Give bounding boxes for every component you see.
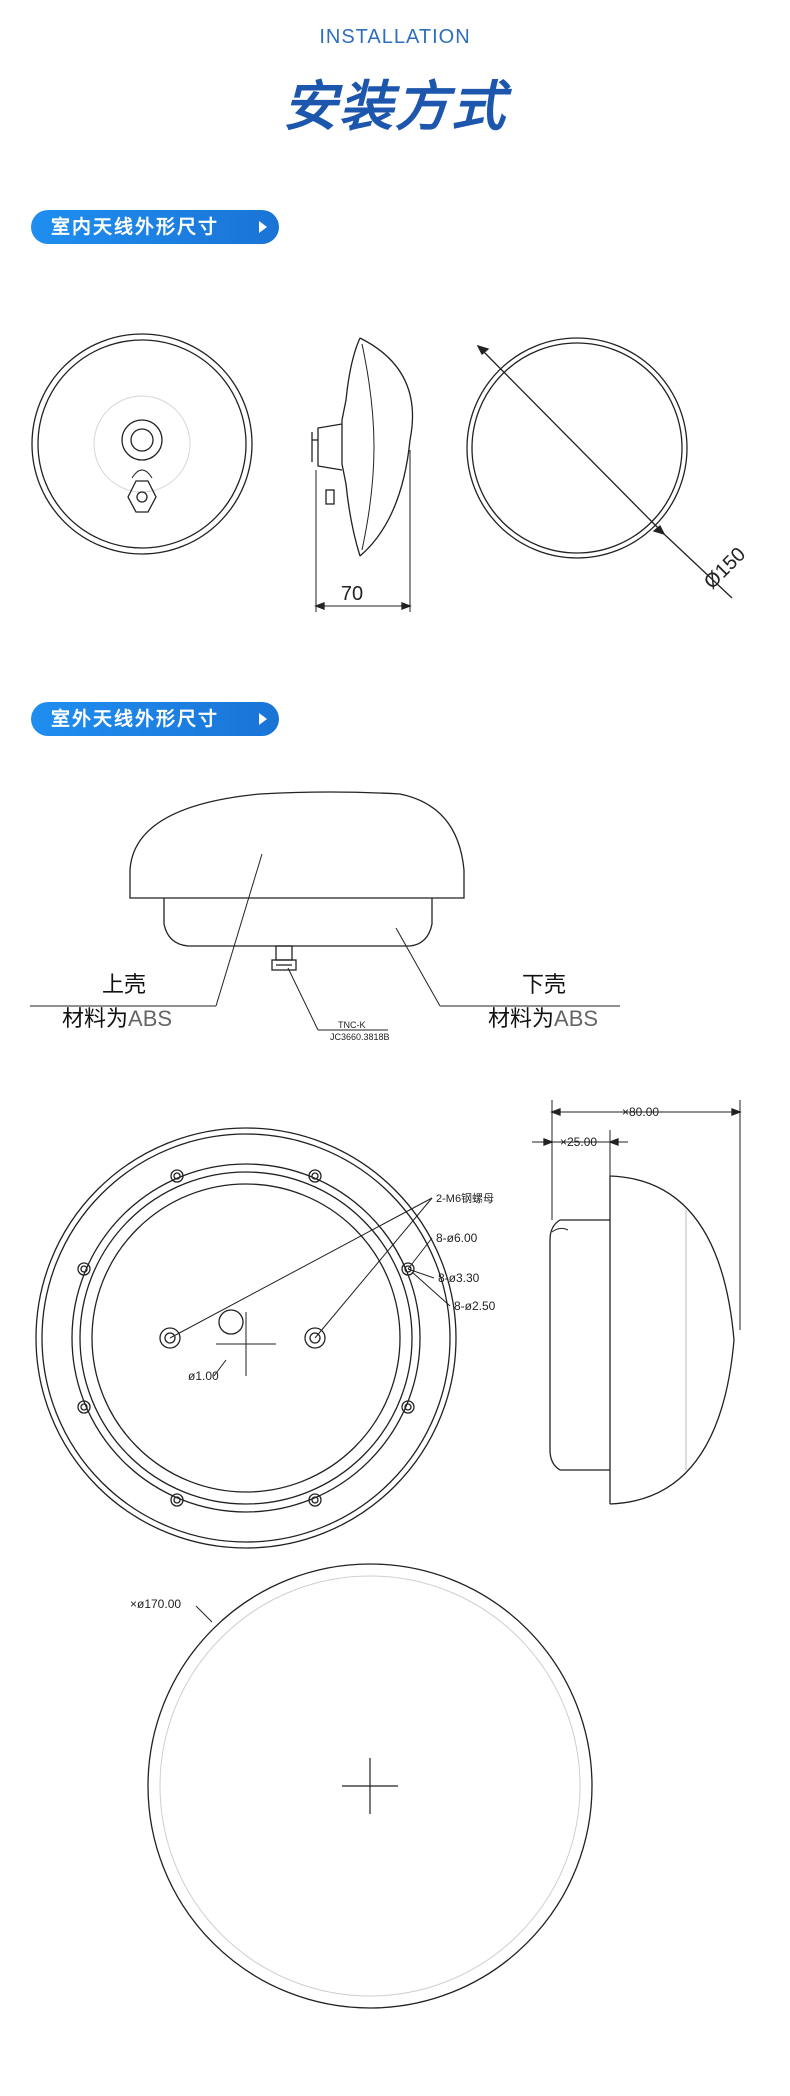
connector-label: TNC-K	[338, 1020, 366, 1030]
indoor-top-view	[466, 337, 733, 599]
outdoor-diameter-dimension: ×ø170.00	[130, 1597, 181, 1611]
outdoor-profile-view	[532, 1100, 742, 1505]
upper-material-prefix: 材料为	[62, 1007, 128, 1032]
svg-text:材料为ABS: 材料为ABS	[488, 1006, 598, 1032]
upper-shell-label: 上壳	[102, 973, 146, 998]
svg-text:材料为ABS: 材料为ABS	[62, 1006, 172, 1032]
indoor-side-view	[311, 337, 414, 612]
hole-dimension-3: 8-ø2.50	[454, 1299, 496, 1313]
outdoor-side-view	[30, 791, 620, 1031]
arrow-right-icon	[259, 221, 267, 233]
section-label-outdoor: 室外天线外形尺寸	[51, 708, 220, 730]
section-label-indoor: 室内天线外形尺寸	[51, 216, 220, 238]
section-header-outdoor: 室外天线外形尺寸	[31, 702, 279, 736]
hole-dimension-2: 8-ø3.30	[438, 1271, 480, 1285]
outdoor-bottom-view	[35, 1127, 457, 1549]
lower-material-prefix: 材料为	[488, 1007, 554, 1032]
installation-subtitle: INSTALLATION	[319, 26, 471, 48]
lower-shell-label: 下壳	[522, 973, 566, 998]
base-height-dimension: ×25.00	[560, 1135, 597, 1149]
nut-label: 2-M6钢螺母	[436, 1192, 494, 1205]
hole-dimension-1: 8-ø6.00	[436, 1231, 478, 1245]
arrow-right-icon	[259, 713, 267, 725]
part-number-label: JC3660.3818B	[330, 1032, 390, 1042]
indoor-diameter-dimension: Ø150	[700, 543, 750, 593]
indoor-width-dimension: 70	[341, 583, 363, 605]
indoor-front-view	[31, 333, 253, 555]
overall-height-dimension: ×80.00	[622, 1105, 659, 1119]
lower-material-value: ABS	[554, 1006, 598, 1031]
center-hole-dimension: ø1.00	[188, 1369, 219, 1383]
page-title: 安装方式	[283, 75, 507, 138]
upper-material-value: ABS	[128, 1006, 172, 1031]
outdoor-top-view	[147, 1563, 593, 2009]
section-header-indoor: 室内天线外形尺寸	[31, 210, 279, 244]
